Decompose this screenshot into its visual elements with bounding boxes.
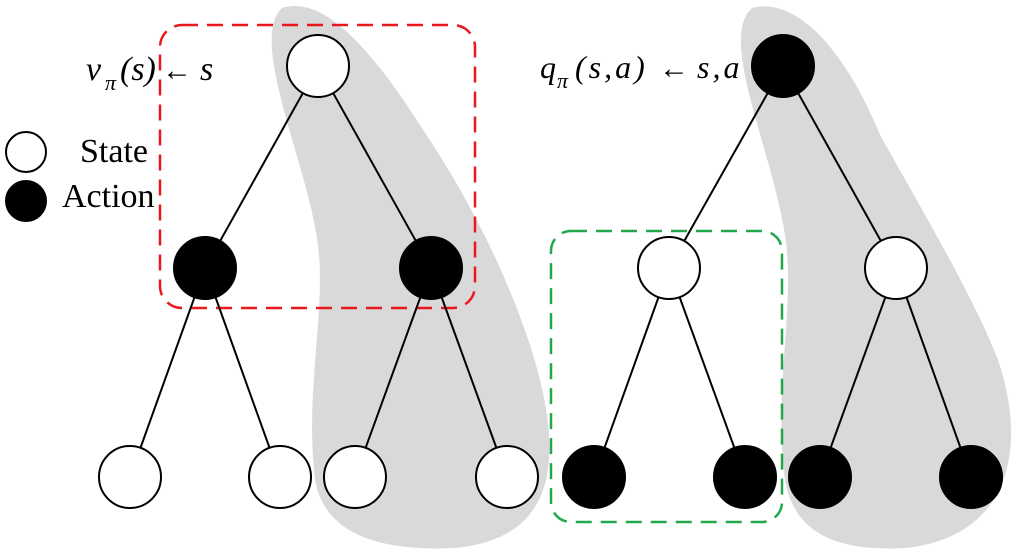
edge [354,267,432,478]
left-action-node-2 [399,236,463,300]
right-root-action-node [751,34,815,98]
left-label-arrow: ← [162,54,192,87]
right-label-sub: π [557,68,569,93]
legend-state-icon [5,131,47,173]
edge [668,65,784,269]
left-leaf-state-node-2 [248,445,312,509]
edge [668,267,746,478]
left-action-node-1 [173,236,237,300]
legend: State Action [5,131,155,222]
left-label-sub: π [105,70,117,95]
red-dashed-box [158,23,477,310]
right-label-fn: q [540,49,556,85]
right-label-arg: (s,a) [575,49,648,85]
edge [593,267,670,478]
right-label-arrow: ← [659,52,689,85]
left-tree-label: v π (s) ← s [86,51,213,95]
left-label-fn: v [86,51,102,88]
edge [819,267,897,478]
edge [204,65,319,269]
edge [430,267,508,478]
right-tree-label: q π (s,a) ← s,a [540,49,742,93]
green-dashed-box [549,229,784,524]
legend-action-label: Action [62,178,155,215]
left-leaf-state-node-4 [475,445,539,509]
left-label-arg: (s) [120,51,156,88]
left-tree-edges [129,65,508,478]
left-root-state-node [286,34,350,98]
left-label-rhs: s [200,51,213,88]
left-leaf-state-node-3 [323,445,387,509]
right-leaf-action-node-1 [562,445,626,509]
edge [895,267,972,478]
right-tree-edges [593,65,972,478]
legend-state-label: State [80,133,148,170]
edge [782,65,897,269]
right-leaf-action-node-3 [788,445,852,509]
right-state-node-1 [637,236,701,300]
right-label-rhs: s,a [697,49,742,85]
edge [204,267,281,478]
right-leaf-action-node-2 [713,445,777,509]
legend-action-icon [5,180,47,222]
right-state-node-2 [864,236,928,300]
edge [317,65,432,269]
left-leaf-state-node-1 [98,445,162,509]
right-leaf-action-node-4 [939,445,1003,509]
edge [129,267,206,478]
